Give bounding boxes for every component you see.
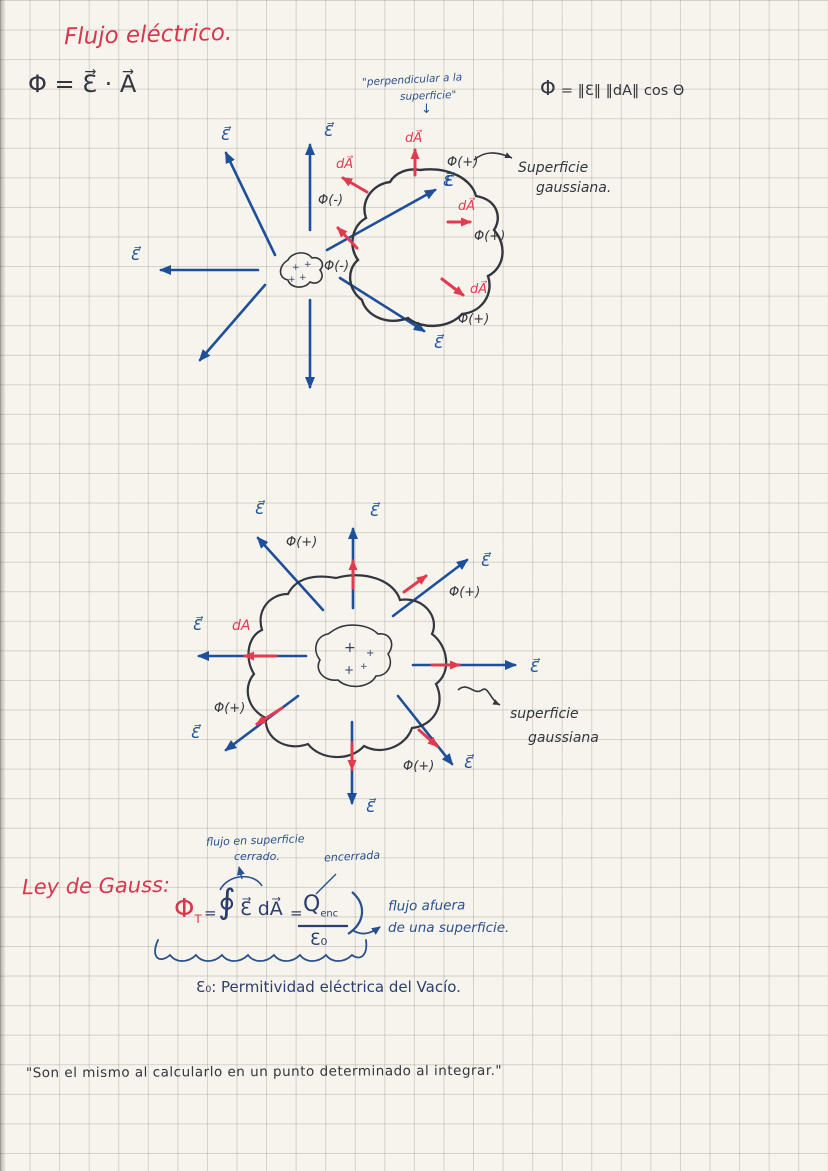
equals-sign: = bbox=[290, 904, 303, 922]
gaussian-surface-outline bbox=[349, 168, 504, 328]
perpendicular-note-line2: superficie" bbox=[399, 89, 457, 103]
charge-blob-outline bbox=[279, 252, 324, 288]
enclosed-pointer-line bbox=[315, 873, 337, 895]
e-field-label: Ɛ⃗ bbox=[480, 551, 492, 570]
e-field-label: Ɛ⃗ bbox=[442, 171, 454, 190]
surface-annotation-line1: superficie bbox=[510, 706, 579, 722]
e-field-arrow bbox=[224, 151, 277, 257]
charge-plus-sign: + bbox=[304, 260, 312, 270]
dA-arrow bbox=[341, 176, 369, 194]
e-field-label: Ɛ⃗ bbox=[220, 125, 232, 144]
dA-arrow bbox=[255, 706, 284, 726]
e-field-label: Ɛ⃗ bbox=[463, 753, 475, 772]
flux-magnitude-phi: Φ bbox=[540, 76, 556, 100]
dA-arrow bbox=[402, 574, 428, 594]
permittivity-note: Ɛ₀: Permitividad eléctrica del Vacío. bbox=[196, 978, 461, 996]
enclosed-charge-sub: enc bbox=[320, 908, 339, 920]
e-field-label: Ɛ⃗ bbox=[444, 171, 456, 190]
page-left-edge-shadow bbox=[0, 0, 6, 1171]
e-field-label: Ɛ⃗ bbox=[323, 121, 335, 140]
e-field-arrow bbox=[338, 276, 426, 333]
flux-dot-formula: Φ = Ɛ⃗ · A⃗ bbox=[28, 70, 137, 98]
wavy-underline-brace bbox=[154, 939, 368, 962]
dA-label: dA⃗ bbox=[470, 281, 487, 297]
flux-positive-label: Φ(+) bbox=[214, 701, 245, 716]
flux-positive-label: Φ(+) bbox=[447, 155, 478, 170]
dA-label: dA bbox=[232, 618, 250, 634]
e-field-label: Ɛ⃗ bbox=[433, 333, 445, 352]
charge-plus-sign: + bbox=[344, 663, 354, 677]
closed-surface-brace-tick bbox=[237, 866, 245, 880]
dA-label: dA⃗ bbox=[336, 156, 353, 172]
e-field-arrow bbox=[391, 558, 469, 618]
integrand: Ɛ⃗ dA⃗ bbox=[240, 898, 283, 920]
closing-paren-stroke bbox=[347, 891, 364, 935]
total-flux-symbol: ΦT bbox=[174, 894, 202, 926]
flux-positive-label: Φ(+) bbox=[286, 535, 317, 550]
closed-integral-symbol: ∮ bbox=[218, 882, 236, 922]
e-field-label: Ɛ⃗ bbox=[190, 723, 202, 742]
perpendicular-note-line1: "perpendicular a la bbox=[361, 71, 463, 89]
e-field-label: Ɛ⃗ bbox=[130, 245, 142, 264]
footer-quote: "Son el mismo al calcularlo en un punto … bbox=[25, 1062, 503, 1082]
diagram-enclosed-charge: Ɛ⃗ Ɛ⃗ Ɛ⃗ Ɛ⃗ Ɛ⃗ Ɛ⃗ Ɛ⃗ Ɛ⃗ + + + + bbox=[190, 499, 599, 816]
total-flux-sub: T bbox=[194, 912, 202, 927]
epsilon0-symbol: Ɛ₀ bbox=[310, 930, 328, 950]
page-title: Flujo eléctrico. bbox=[63, 19, 233, 51]
enclosed-charge-symbol: Qenc bbox=[303, 892, 338, 919]
flux-positive-label: Φ(+) bbox=[403, 759, 434, 774]
outward-flux-note-line1: flujo afuera bbox=[387, 897, 466, 915]
charge-plus-sign: + bbox=[288, 275, 296, 285]
surface-annotation-arrow bbox=[473, 152, 513, 161]
e-field-arrow bbox=[325, 188, 437, 252]
dA-arrow bbox=[417, 728, 439, 748]
total-flux-phi: Φ bbox=[174, 894, 195, 924]
e-field-label: Ɛ⃗ bbox=[529, 657, 541, 676]
charge-plus-sign: + bbox=[344, 640, 356, 656]
gauss-law-formula-block: flujo en superficie cerrado. encerrada Φ… bbox=[140, 832, 680, 1012]
charge-blob-outline bbox=[315, 624, 393, 688]
flux-positive-label: Φ(+) bbox=[458, 312, 489, 327]
e-field-label: Ɛ⃗ bbox=[192, 615, 204, 634]
surface-annotation-arrow bbox=[457, 686, 501, 706]
surface-annotation-line2: gaussiana bbox=[528, 730, 599, 746]
flux-positive-label: Φ(+) bbox=[474, 229, 505, 244]
charge-plus-sign: + bbox=[292, 263, 300, 273]
flux-negative-label: Φ(-) bbox=[318, 193, 343, 208]
perpendicular-note-down-arrow-icon: ↓ bbox=[421, 102, 432, 117]
diagram-flux-through-surface: Ɛ⃗ Ɛ⃗ Ɛ⃗ Ɛ⃗ Ɛ⃗ + + + + dA⃗ dA⃗ dA⃗ dA⃗ bbox=[130, 121, 611, 389]
surface-annotation-line2: gaussiana. bbox=[536, 180, 611, 196]
e-field-arrow bbox=[256, 536, 325, 612]
flux-magnitude-rest: = ‖Ɛ‖ ‖dA‖ cos Θ bbox=[560, 83, 685, 99]
e-field-label: Ɛ⃗ bbox=[369, 501, 381, 520]
e-field-label: Ɛ⃗ bbox=[254, 499, 266, 518]
surface-annotation-line1: Superficie bbox=[518, 160, 588, 176]
flux-magnitude-formula: Φ = ‖Ɛ‖ ‖dA‖ cos Θ bbox=[540, 76, 684, 100]
dA-label: dA⃗ bbox=[458, 198, 475, 214]
gauss-formula-strokes bbox=[154, 866, 381, 962]
dA-label: dA⃗ bbox=[405, 130, 422, 146]
flux-positive-label: Φ(+) bbox=[449, 585, 480, 600]
e-field-label: Ɛ⃗ bbox=[365, 797, 377, 816]
charge-plus-sign: + bbox=[299, 273, 307, 283]
closed-surface-note-line2: cerrado. bbox=[234, 850, 280, 863]
charge-plus-sign: + bbox=[366, 648, 374, 659]
enclosed-charge-q: Q bbox=[303, 892, 321, 917]
e-field-arrow bbox=[198, 283, 267, 362]
equals-sign: = bbox=[204, 904, 217, 922]
e-field-arrow bbox=[396, 694, 454, 766]
result-arrow bbox=[351, 926, 381, 935]
dA-arrow bbox=[440, 277, 465, 297]
flux-negative-label: Φ(-) bbox=[324, 259, 349, 274]
outward-flux-note-line2: de una superficie. bbox=[388, 920, 510, 936]
dA-arrow bbox=[336, 226, 359, 250]
charge-plus-sign: + bbox=[360, 662, 368, 672]
